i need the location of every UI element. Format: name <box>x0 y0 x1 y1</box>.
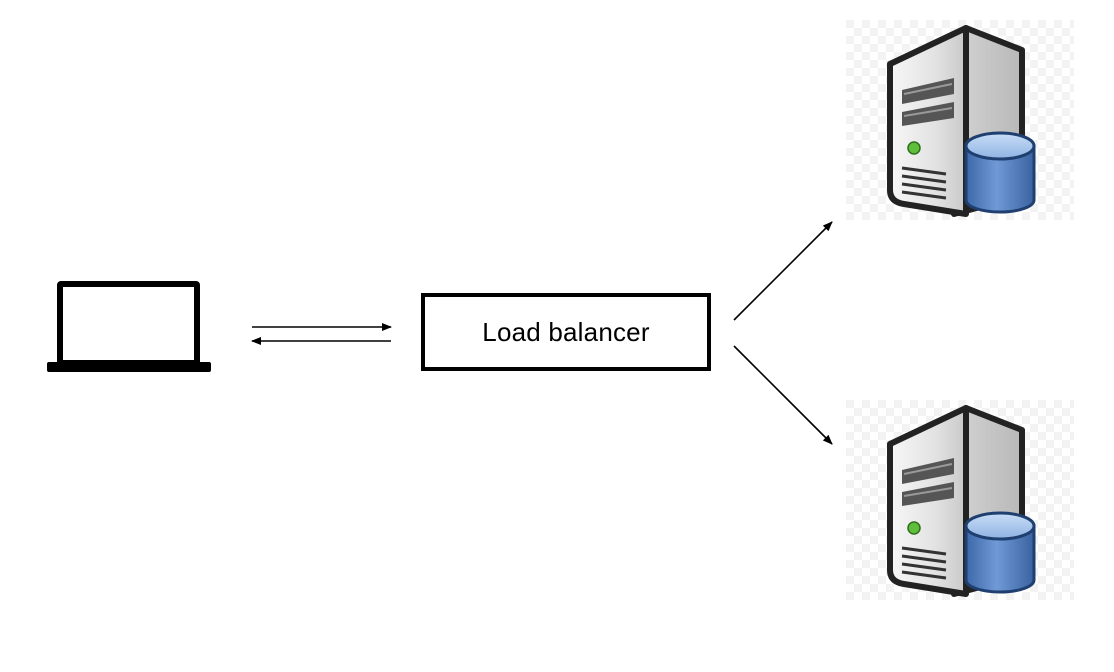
database-server-icon <box>846 400 1074 600</box>
database-server-icon <box>846 20 1074 220</box>
load-balancer-box: Load balancer <box>421 293 711 371</box>
arrow-to-server-1 <box>733 221 833 321</box>
laptop-icon <box>47 281 211 372</box>
load-balancer-label: Load balancer <box>482 316 650 347</box>
arrow-to-server-2 <box>733 345 833 445</box>
